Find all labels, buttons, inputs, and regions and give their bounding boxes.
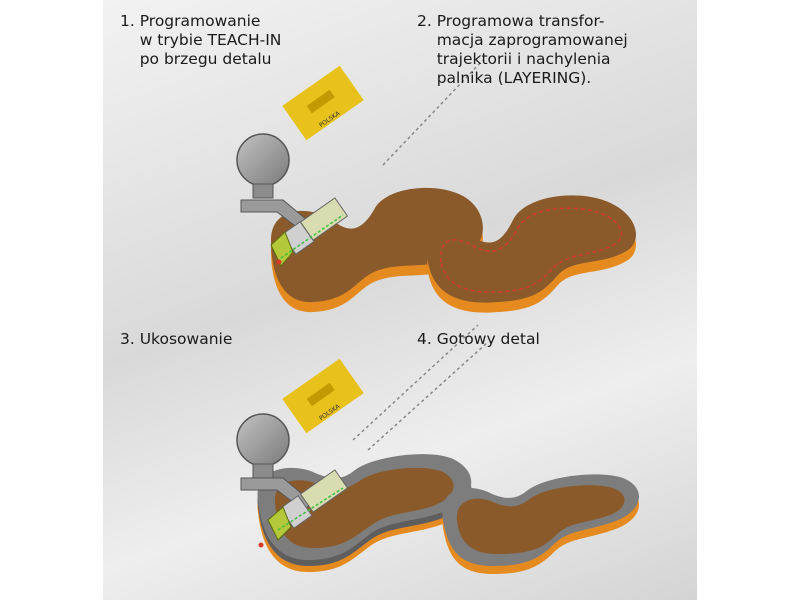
step-4-line-1: 4. Gotowy detal [417, 330, 540, 348]
diagram-panel: POLSKA POLSKA [103, 0, 697, 600]
step-4-text: 4. Gotowy detal [417, 330, 540, 349]
step-1-text: 1. Programowanie w trybie TEACH-IN po br… [120, 12, 281, 69]
programmed-path [440, 207, 623, 293]
step-2-line-2: macja zaprogramowanej [417, 31, 628, 49]
torch-step-3: POLSKA [236, 324, 489, 548]
step-2-line-3: trajektorii i nachylenia [417, 50, 611, 68]
part-step-2 [427, 195, 636, 313]
step-2-line-1: 2. Programowa transfor- [417, 12, 605, 30]
step-1-line-1: 1. Programowanie [120, 12, 261, 30]
step-2-text: 2. Programowa transfor- macja zaprogramo… [417, 12, 628, 88]
part-step-4 [442, 474, 640, 574]
step-3-text: 3. Ukosowanie [120, 330, 232, 349]
step-1-line-2: w trybie TEACH-IN [120, 31, 282, 49]
step-1-line-3: po brzegu detalu [120, 50, 272, 68]
torch-step-1: POLSKA [236, 59, 484, 267]
step-2-line-4: palnika (LAYERING). [417, 69, 592, 87]
step-3-line-1: 3. Ukosowanie [120, 330, 233, 348]
diagram-graphics: POLSKA POLSKA [236, 59, 640, 574]
